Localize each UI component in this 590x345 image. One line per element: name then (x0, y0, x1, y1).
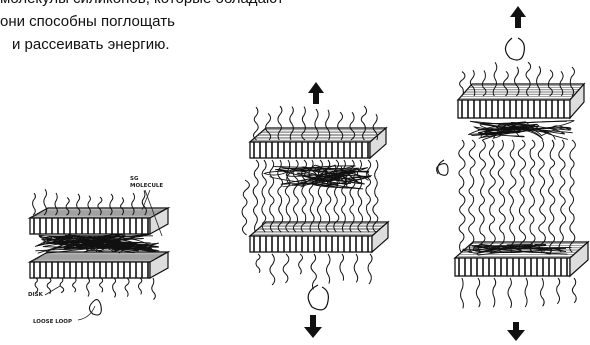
arrow-up-icon (308, 82, 324, 104)
arrow-down-icon (304, 315, 322, 338)
label-molecule-2: MOLECULE (130, 183, 163, 189)
panel-extended (437, 6, 588, 341)
extended-molecules (459, 121, 576, 255)
tangled-molecules (35, 234, 159, 253)
label-loose-loop: LOOSE LOOP (33, 319, 72, 325)
panel-stretched (242, 82, 388, 338)
arrow-up-icon (510, 6, 526, 28)
arrow-down-icon (507, 322, 525, 341)
label-disk: DISK (28, 292, 44, 298)
lower-plate (30, 252, 168, 278)
upper-plate (458, 84, 584, 118)
upper-plate (30, 208, 168, 234)
label-molecule-1: SG (130, 176, 139, 182)
panel-compressed: SG MOLECULE DISK LOOSE LOOP (28, 176, 168, 325)
stretched-molecules (253, 160, 378, 232)
